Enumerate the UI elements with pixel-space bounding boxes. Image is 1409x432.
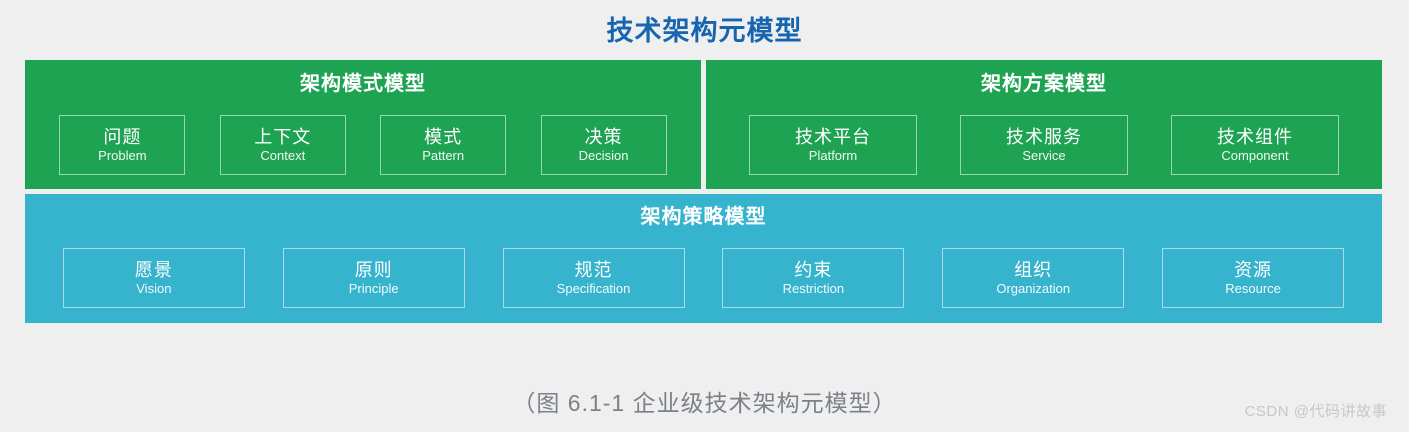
watermark: CSDN @代码讲故事 — [1244, 403, 1387, 420]
page-title: 技术架构元模型 — [606, 16, 803, 46]
node-vision[interactable]: 愿景 Vision — [62, 248, 245, 308]
node-context-en: Context — [260, 147, 306, 163]
node-specification-cn: 规范 — [574, 259, 613, 280]
architecture-metamodel-diagram: 架构模式模型 问题 Problem 上下文 Context 模式 Pattern… — [25, 60, 1382, 323]
node-component[interactable]: 技术组件 Component — [1171, 115, 1339, 175]
node-specification-en: Specification — [556, 280, 631, 296]
node-vision-cn: 愿景 — [134, 259, 173, 280]
node-problem-cn: 问题 — [103, 126, 142, 147]
node-list-architecture-strategy-model: 愿景 Vision 原则 Principle 规范 Specification … — [25, 248, 1382, 310]
panel-title-architecture-solution-model: 架构方案模型 — [981, 73, 1107, 95]
green-panel-row: 架构模式模型 问题 Problem 上下文 Context 模式 Pattern… — [25, 60, 1382, 189]
panel-architecture-pattern-model: 架构模式模型 问题 Problem 上下文 Context 模式 Pattern… — [25, 60, 701, 189]
panel-title-architecture-pattern-model: 架构模式模型 — [300, 73, 426, 95]
node-context[interactable]: 上下文 Context — [219, 115, 346, 175]
node-resource-en: Resource — [1225, 280, 1281, 296]
figure-caption: （图 6.1-1 企业级技术架构元模型） — [512, 390, 897, 416]
node-context-cn: 上下文 — [254, 126, 312, 147]
node-restriction[interactable]: 约束 Restriction — [722, 248, 905, 308]
node-principle-cn: 原则 — [354, 259, 393, 280]
panel-architecture-solution-model: 架构方案模型 技术平台 Platform 技术服务 Service 技术组件 C… — [706, 60, 1382, 189]
node-principle[interactable]: 原则 Principle — [282, 248, 465, 308]
node-resource[interactable]: 资源 Resource — [1162, 248, 1345, 308]
panel-architecture-strategy-model: 架构策略模型 愿景 Vision 原则 Principle 规范 Specifi… — [25, 194, 1382, 323]
node-pattern-en: Pattern — [422, 147, 465, 163]
node-organization-en: Organization — [996, 280, 1071, 296]
node-list-architecture-pattern-model: 问题 Problem 上下文 Context 模式 Pattern 决策 Dec… — [25, 115, 701, 177]
node-decision-en: Decision — [578, 147, 629, 163]
node-principle-en: Principle — [348, 280, 399, 296]
node-restriction-en: Restriction — [782, 280, 845, 296]
node-specification[interactable]: 规范 Specification — [502, 248, 685, 308]
node-component-en: Component — [1221, 147, 1289, 163]
node-vision-en: Vision — [136, 280, 172, 296]
node-pattern-cn: 模式 — [424, 126, 463, 147]
node-problem-en: Problem — [98, 147, 147, 163]
node-organization-cn: 组织 — [1014, 259, 1053, 280]
node-component-cn: 技术组件 — [1217, 126, 1293, 147]
node-organization[interactable]: 组织 Organization — [942, 248, 1125, 308]
node-problem[interactable]: 问题 Problem — [59, 115, 186, 175]
node-platform-cn: 技术平台 — [795, 126, 871, 147]
node-list-architecture-solution-model: 技术平台 Platform 技术服务 Service 技术组件 Componen… — [706, 115, 1382, 177]
node-platform-en: Platform — [808, 147, 858, 163]
node-service-en: Service — [1022, 147, 1066, 163]
node-platform[interactable]: 技术平台 Platform — [749, 115, 917, 175]
node-pattern[interactable]: 模式 Pattern — [380, 115, 507, 175]
node-service-cn: 技术服务 — [1006, 126, 1082, 147]
node-service[interactable]: 技术服务 Service — [960, 115, 1128, 175]
node-decision[interactable]: 决策 Decision — [540, 115, 667, 175]
node-restriction-cn: 约束 — [794, 259, 833, 280]
node-resource-cn: 资源 — [1234, 259, 1273, 280]
panel-title-architecture-strategy-model: 架构策略模型 — [640, 206, 767, 228]
node-decision-cn: 决策 — [584, 126, 623, 147]
